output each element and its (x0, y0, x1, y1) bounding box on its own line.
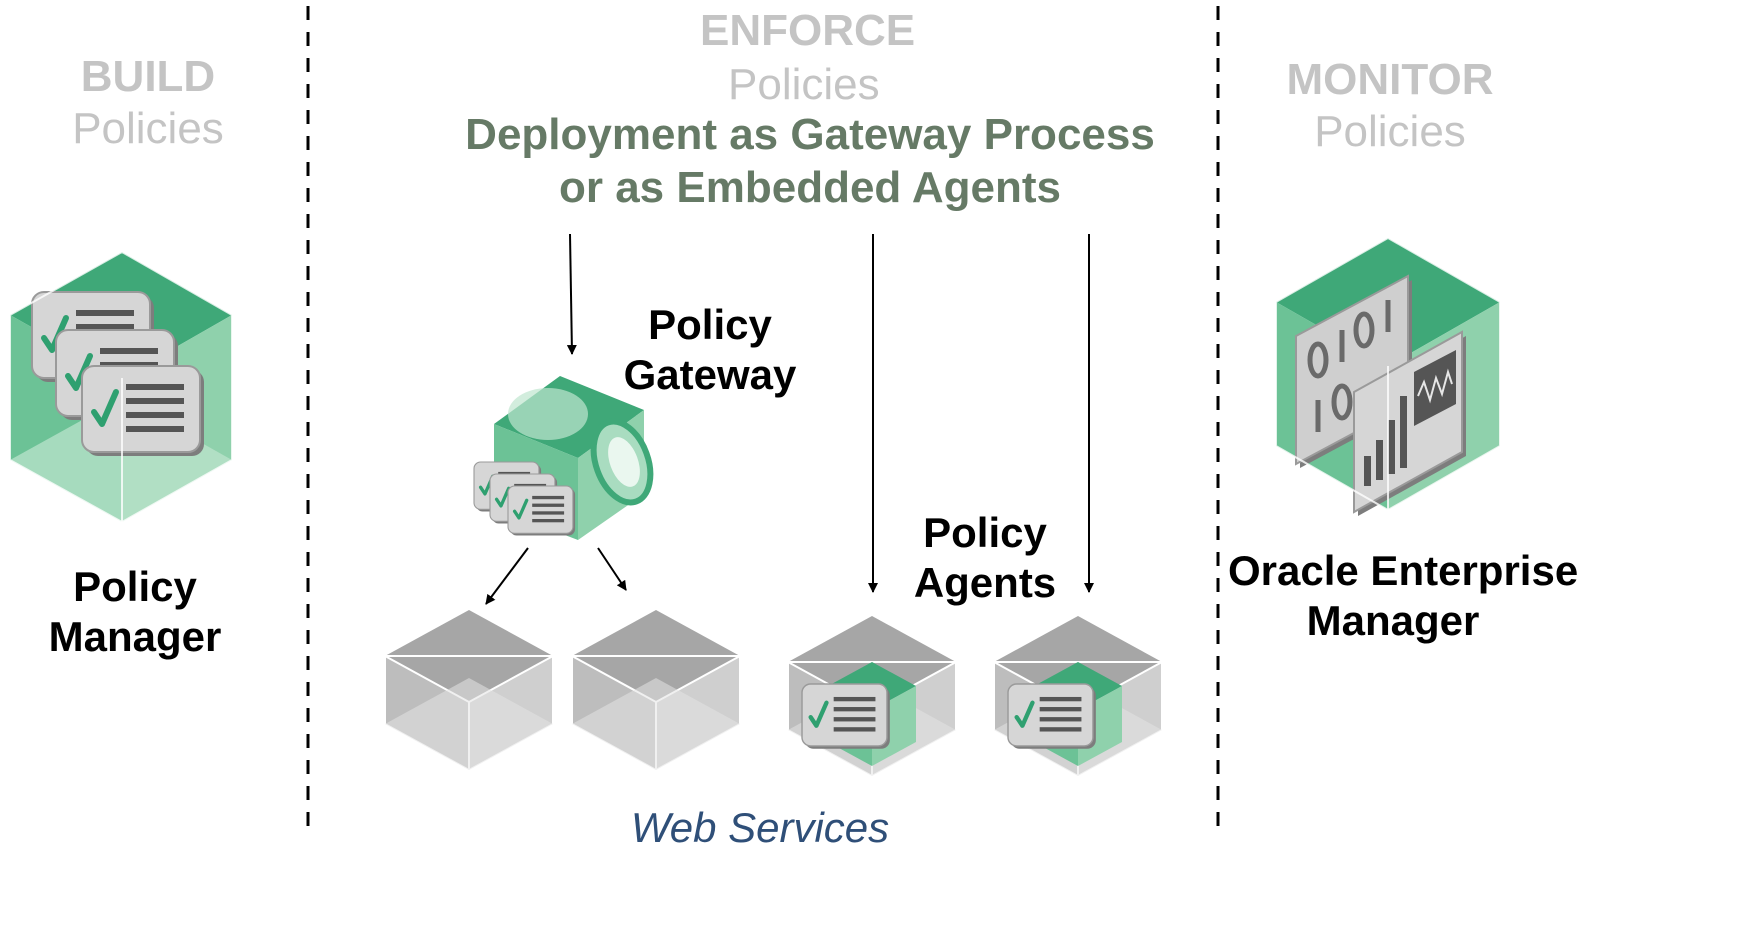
policy-agent-box-icon (787, 615, 957, 777)
policy-gateway-label-line1: Policy (648, 301, 772, 348)
oem-label-line1: Oracle Enterprise (1228, 547, 1579, 594)
build-subtitle: Policies (72, 104, 224, 153)
web-service-box-icon (384, 609, 554, 771)
web-services-label: Web Services (630, 804, 890, 851)
policy-gateway-label: Policy Gateway (620, 300, 800, 400)
oem-label: Oracle Enterprise Manager (1228, 546, 1579, 646)
web-service-box-icon (571, 609, 741, 771)
policy-agents-label-line1: Policy (923, 509, 1047, 556)
policy-manager-label-line2: Manager (48, 613, 222, 660)
policy-manager-cube-icon (9, 250, 233, 524)
policy-agent-box-icon (993, 615, 1163, 777)
policy-gateway-camera-icon (472, 376, 654, 540)
headline-line2: or as Embedded Agents (558, 163, 1062, 212)
monitor-subtitle: Policies (1314, 107, 1466, 156)
arrow-gateway-to-ws-2 (597, 547, 627, 591)
policy-manager-label-line1: Policy (73, 563, 197, 610)
policy-manager-label: Policy Manager (30, 562, 240, 662)
arrow-to-gateway (566, 233, 577, 355)
arrow-gateway-to-ws-1 (485, 547, 529, 605)
monitor-title: MONITOR (1286, 55, 1494, 104)
oem-label-line2: Manager (1306, 597, 1480, 644)
policy-agents-label-line2: Agents (913, 559, 1057, 606)
monitor-cube-icon (1275, 236, 1501, 516)
build-title: BUILD (80, 52, 216, 101)
enforce-title: ENFORCE (700, 6, 916, 55)
headline-line1: Deployment as Gateway Process (465, 110, 1155, 159)
policy-agents-label: Policy Agents (900, 508, 1070, 608)
policy-gateway-label-line2: Gateway (623, 351, 797, 398)
enforce-subtitle: Policies (728, 60, 880, 109)
